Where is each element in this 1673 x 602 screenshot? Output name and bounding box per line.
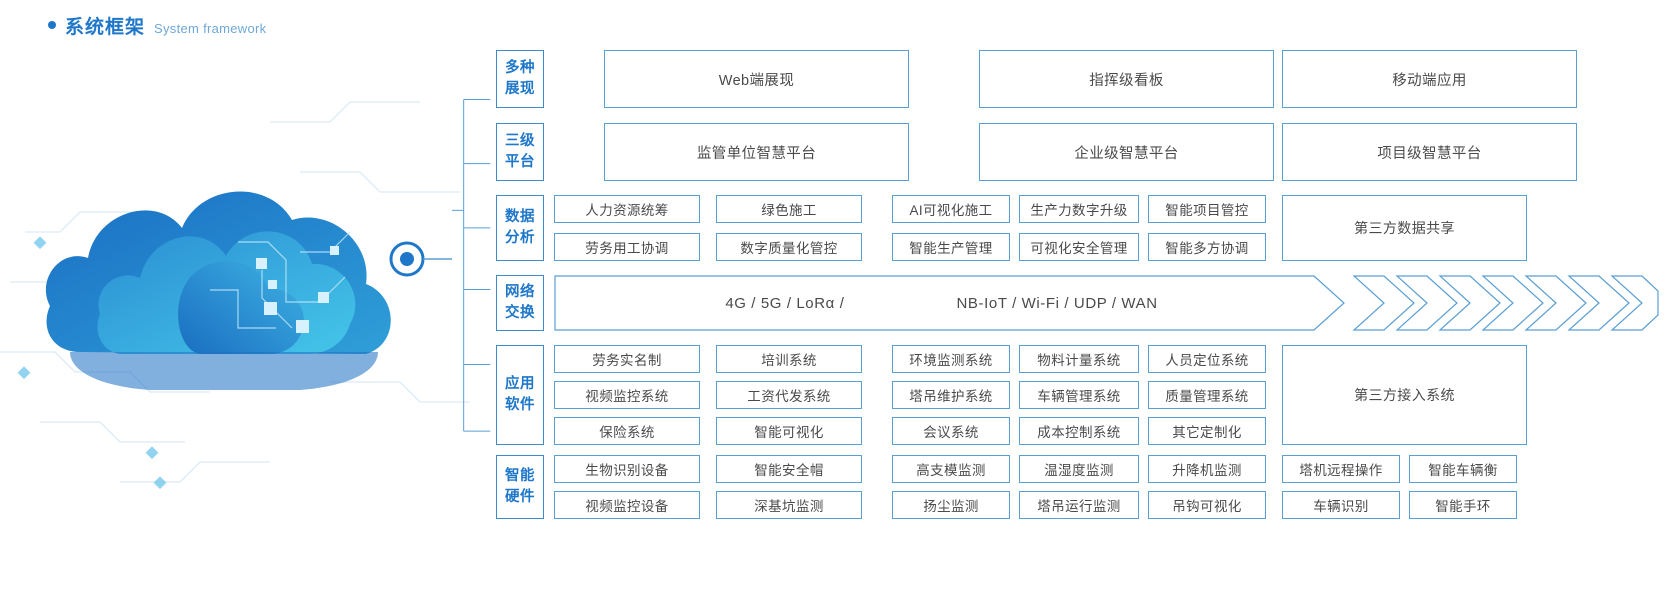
cell-smart-weighbridge[interactable]: 智能车辆衡 [1409,455,1517,483]
network-band: 4G / 5G / LoRα / NB-IoT / Wi-Fi / UDP / … [554,275,1659,331]
cell-training-system[interactable]: 培训系统 [716,345,862,373]
cell-deep-pit-monitoring[interactable]: 深基坑监测 [716,491,862,519]
cell-temp-humidity-monitoring[interactable]: 温湿度监测 [1019,455,1139,483]
cell-project-platform[interactable]: 项目级智慧平台 [1282,123,1577,181]
cell-third-party-data-sharing[interactable]: 第三方数据共享 [1282,195,1527,261]
cell-biometric-device[interactable]: 生物识别设备 [554,455,700,483]
cell-green-construction[interactable]: 绿色施工 [716,195,862,223]
row-label-platform: 三级 平台 [496,123,544,181]
row-presentation: 多种 展现 Web端展现 指挥级看板 移动端应用 [496,50,1577,108]
group-hw-right: 塔机远程操作 智能车辆衡 车辆识别 智能手环 [1282,455,1517,519]
row-network: 网络 交换 4G / 5G / LoRα / NB-IoT / Wi-Fi [496,275,1659,331]
cloud-shadow [70,352,378,390]
cloud-illustration-svg [0,101,470,490]
row-label-presentation: 多种 展现 [496,50,544,108]
cell-smart-wristband[interactable]: 智能手环 [1409,491,1517,519]
cell-personnel-positioning-system[interactable]: 人员定位系统 [1148,345,1266,373]
cell-video-surveillance-device[interactable]: 视频监控设备 [554,491,700,519]
cloud-shape-top [178,261,305,354]
cell-digital-quality-control[interactable]: 数字质量化管控 [716,233,862,261]
group-app-mid: 环境监测系统 物料计量系统 人员定位系统 塔吊维护系统 车辆管理系统 质量管理系… [892,345,1266,445]
cell-smart-project-control[interactable]: 智能项目管控 [1148,195,1266,223]
cell-productivity-upgrade[interactable]: 生产力数字升级 [1019,195,1139,223]
row-data-analysis: 数据 分析 人力资源统筹 绿色施工 劳务用工协调 数字质量化管控 AI可视化施工… [496,195,1527,261]
group-app-left: 劳务实名制 培训系统 视频监控系统 工资代发系统 保险系统 智能可视化 [554,345,862,445]
group-hw-mid: 高支模监测 温湿度监测 升降机监测 扬尘监测 塔吊运行监测 吊钩可视化 [892,455,1266,519]
cell-labor-coordination[interactable]: 劳务用工协调 [554,233,700,261]
network-band-shape [554,275,1659,331]
cell-third-party-access-system[interactable]: 第三方接入系统 [1282,345,1527,445]
cell-high-formwork-monitoring[interactable]: 高支模监测 [892,455,1010,483]
network-protocols: 4G / 5G / LoRα / NB-IoT / Wi-Fi / UDP / … [554,275,1659,331]
cell-env-monitoring-system[interactable]: 环境监测系统 [892,345,1010,373]
cell-ai-visual-construction[interactable]: AI可视化施工 [892,195,1010,223]
group-hw-left: 生物识别设备 智能安全帽 视频监控设备 深基坑监测 [554,455,862,519]
cell-hook-visualization[interactable]: 吊钩可视化 [1148,491,1266,519]
cell-cost-control-system[interactable]: 成本控制系统 [1019,417,1139,445]
title-en: System framework [154,21,267,36]
row-platform: 三级 平台 监管单位智慧平台 企业级智慧平台 项目级智慧平台 [496,123,1577,181]
row-smart-hardware: 智能 硬件 生物识别设备 智能安全帽 视频监控设备 深基坑监测 高支模监测 温湿… [496,455,1517,519]
cell-web-display[interactable]: Web端展现 [604,50,909,108]
cell-material-metering-system[interactable]: 物料计量系统 [1019,345,1139,373]
cell-video-surveillance-system[interactable]: 视频监控系统 [554,381,700,409]
group-data-analysis-left: 人力资源统筹 绿色施工 劳务用工协调 数字质量化管控 [554,195,862,261]
row-label-network: 网络 交换 [496,275,544,331]
cell-tower-remote-operation[interactable]: 塔机远程操作 [1282,455,1400,483]
row-label-application-software: 应用 软件 [496,345,544,445]
network-protocols-left: 4G / 5G / LoRα / [725,294,845,312]
cell-other-customization[interactable]: 其它定制化 [1148,417,1266,445]
cell-smart-production-mgmt[interactable]: 智能生产管理 [892,233,1010,261]
cell-hoist-monitoring[interactable]: 升降机监测 [1148,455,1266,483]
row-application-software: 应用 软件 劳务实名制 培训系统 视频监控系统 工资代发系统 保险系统 智能可视… [496,345,1527,445]
cell-smart-helmet[interactable]: 智能安全帽 [716,455,862,483]
cell-regulator-platform[interactable]: 监管单位智慧平台 [604,123,909,181]
cell-meeting-system[interactable]: 会议系统 [892,417,1010,445]
title-cn: 系统框架 [65,17,146,38]
cell-vehicle-mgmt-system[interactable]: 车辆管理系统 [1019,381,1139,409]
cell-command-dashboard[interactable]: 指挥级看板 [979,50,1274,108]
cell-dust-monitoring[interactable]: 扬尘监测 [892,491,1010,519]
cell-vehicle-recognition[interactable]: 车辆识别 [1282,491,1400,519]
cloud-network-illustration [0,52,470,552]
network-protocols-right: NB-IoT / Wi-Fi / UDP / WAN [956,294,1158,312]
cell-visual-safety-mgmt[interactable]: 可视化安全管理 [1019,233,1139,261]
cell-crane-maintenance-system[interactable]: 塔吊维护系统 [892,381,1010,409]
page-title: 系统框架 System framework [48,12,266,39]
cell-labor-realname[interactable]: 劳务实名制 [554,345,700,373]
cell-crane-operation-monitoring[interactable]: 塔吊运行监测 [1019,491,1139,519]
cell-hr-coordination[interactable]: 人力资源统筹 [554,195,700,223]
bracket-tree [452,99,491,432]
cell-mobile-app[interactable]: 移动端应用 [1282,50,1577,108]
row-label-smart-hardware: 智能 硬件 [496,455,544,519]
cell-quality-mgmt-system[interactable]: 质量管理系统 [1148,381,1266,409]
group-data-analysis-mid: AI可视化施工 生产力数字升级 智能项目管控 智能生产管理 可视化安全管理 智能… [892,195,1266,261]
cell-enterprise-platform[interactable]: 企业级智慧平台 [979,123,1274,181]
cell-payroll-system[interactable]: 工资代发系统 [716,381,862,409]
cell-insurance-system[interactable]: 保险系统 [554,417,700,445]
cell-smart-visualization[interactable]: 智能可视化 [716,417,862,445]
cell-smart-multiparty-coord[interactable]: 智能多方协调 [1148,233,1266,261]
row-label-data-analysis: 数据 分析 [496,195,544,261]
bullet-dot-icon [48,21,56,29]
